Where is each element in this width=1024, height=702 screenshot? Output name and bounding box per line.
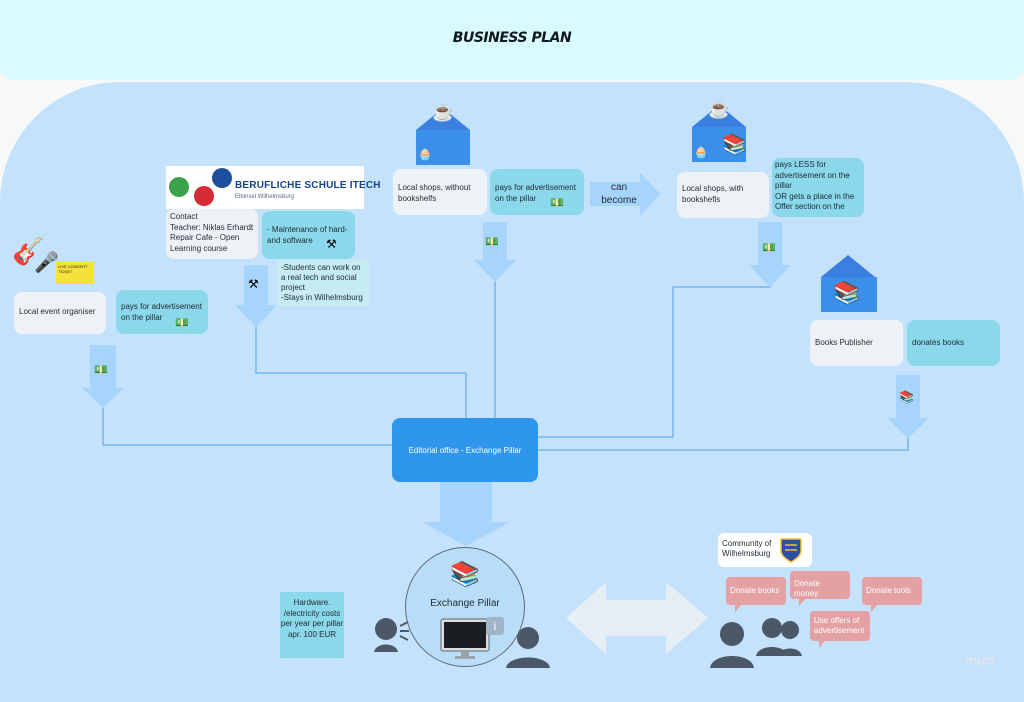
can-become-label: can become bbox=[601, 182, 637, 206]
bubble-donate-money: Donate money bbox=[790, 571, 850, 606]
arrow-double-exchange bbox=[566, 582, 708, 654]
house-shop-without bbox=[416, 108, 470, 165]
money-icon: 💵 bbox=[94, 364, 108, 376]
money-icon: 💵 bbox=[485, 236, 499, 248]
title-banner bbox=[0, 0, 1024, 80]
coffee-icon: ☕ bbox=[708, 99, 731, 119]
exchange-pillar-label: Exchange Pillar bbox=[430, 598, 500, 609]
money-icon: 💵 bbox=[175, 317, 189, 329]
coffee-icon: ☕ bbox=[432, 102, 455, 122]
info-icon: i bbox=[486, 617, 504, 635]
editorial-office-hub: Editorial office - Exchange Pillar bbox=[392, 418, 538, 482]
arrow-event-down bbox=[82, 345, 124, 408]
line-school-to-hub bbox=[255, 320, 467, 418]
ticket-icon: LIVE CONCERT TICKET bbox=[56, 262, 94, 284]
speaking-person-icon bbox=[374, 618, 409, 652]
shops-with-card: Local shops, with bookshefls bbox=[677, 172, 769, 218]
tools-icon: ⚒ bbox=[248, 277, 259, 291]
arrow-hub-to-pillar bbox=[422, 482, 510, 546]
guitar-icon: 🎸 bbox=[12, 236, 45, 266]
school-name: BERUFLICHE SCHULE ITECH bbox=[235, 180, 381, 191]
bubble-donate-tools: Donate tools bbox=[862, 577, 922, 612]
microphone-icon: 🎤 bbox=[34, 252, 59, 274]
line-shopswith-to-hub bbox=[538, 283, 771, 438]
school-benefits-note: -Students can work on a real tech and so… bbox=[277, 260, 369, 306]
school-subtitle: Elbinsel Wilhelmsburg bbox=[235, 194, 295, 200]
house-shop-with bbox=[692, 105, 746, 162]
school-contact-card: Contact Teacher: Niklas Erhardt Repair C… bbox=[166, 209, 258, 259]
books-icon: 📚 bbox=[722, 134, 747, 156]
arrow-school-down bbox=[235, 265, 277, 327]
shops-with-pays-card: pays LESS for advertisement on the pilla… bbox=[772, 158, 864, 217]
arrow-shopswith-down bbox=[749, 222, 791, 287]
money-icon: 💵 bbox=[550, 197, 564, 209]
cupcake-icon: 🧁 bbox=[694, 147, 708, 159]
publisher-card: Books Publisher bbox=[810, 320, 903, 366]
person-icon bbox=[506, 627, 550, 668]
books-icon: 📚 bbox=[899, 390, 914, 404]
arrow-publisher-down bbox=[887, 375, 929, 438]
school-logo bbox=[166, 166, 364, 209]
bubble-donate-books: Donate books bbox=[726, 577, 786, 612]
group-icon bbox=[710, 618, 802, 668]
money-icon: 💵 bbox=[762, 242, 776, 254]
bubble-use-offers: Use offers of advertisement bbox=[810, 611, 870, 648]
costs-note: Hardware. /electricity costs per year pe… bbox=[280, 592, 344, 658]
event-organiser-card: Local event organiser bbox=[14, 292, 106, 334]
books-icon: 📚 bbox=[450, 561, 480, 588]
board-title: BUSINESS PLAN bbox=[452, 30, 572, 46]
monitor-icon bbox=[440, 618, 490, 659]
arrow-shops-down bbox=[474, 222, 516, 282]
books-icon: 📚 bbox=[833, 280, 861, 305]
event-pays-card: pays for advertisement on the pillar bbox=[116, 290, 208, 334]
tools-icon: ⚒ bbox=[326, 237, 337, 251]
school-emblem-icon bbox=[169, 168, 232, 206]
miro-watermark: miro bbox=[965, 652, 996, 668]
shops-without-card: Local shops, without bookshelfs bbox=[393, 169, 487, 215]
cupcake-icon: 🧁 bbox=[418, 149, 432, 161]
line-event-to-hub bbox=[102, 405, 392, 446]
house-publisher bbox=[821, 255, 877, 312]
shops-without-pays-card: pays for advertisement on the pillar bbox=[490, 169, 584, 215]
school-maintenance-card: - Maintenance of hard- and software bbox=[262, 211, 355, 259]
coat-of-arms-icon bbox=[780, 538, 802, 563]
arrow-can-become bbox=[590, 172, 660, 216]
publisher-donates-card: donates books bbox=[907, 320, 1000, 366]
